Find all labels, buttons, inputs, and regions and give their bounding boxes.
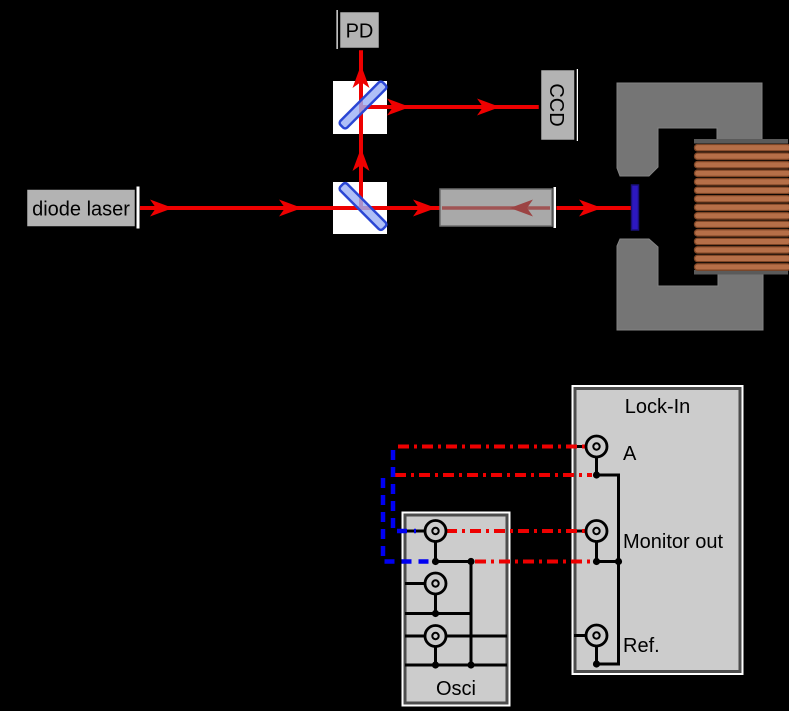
junction-dot: [431, 609, 440, 618]
bnc-inner: [592, 442, 601, 451]
bnc-osci-ch1: [423, 519, 448, 543]
osci-label: Osci: [436, 678, 476, 700]
magnet-coil: [693, 143, 789, 271]
bnc-inner: [592, 526, 601, 536]
junction-dot: [431, 557, 440, 566]
diode-laser-label: diode laser: [32, 199, 130, 221]
red-cables: [395, 444, 593, 564]
junction-dot: [592, 471, 601, 479]
junction-dot: [614, 557, 623, 566]
beam-splitter-bottom-plate: [338, 181, 388, 232]
junction-dot: [431, 661, 440, 669]
blue-cables: [380, 450, 431, 564]
wire-lockin-bus: [595, 456, 620, 666]
port-monitor-label: Monitor out: [623, 531, 723, 553]
junction-dots: [431, 471, 623, 669]
junction-dot: [592, 557, 601, 566]
bnc-osci-ch2: [423, 571, 448, 596]
junction-dot: [467, 661, 475, 669]
tube-window-line: [553, 187, 556, 228]
panel-wiring: [405, 445, 620, 667]
osci-panel: [403, 513, 509, 705]
junction-dot: [467, 557, 475, 566]
photodiode-box: [337, 9, 382, 51]
ccd-box: [538, 67, 577, 143]
bnc-port-ref: [584, 623, 609, 648]
bnc-osci-ch3: [423, 624, 448, 648]
photodiode-label: PD: [346, 21, 374, 43]
bnc-port-monitor: [584, 519, 609, 543]
bnc-connectors: [423, 434, 609, 648]
magnet-yoke-top: [616, 82, 763, 177]
bnc-inner: [592, 631, 601, 640]
port-ref-label: Ref.: [623, 635, 660, 657]
coil-bottom-cap: [694, 270, 788, 275]
cable-blue-ch1: [390, 450, 416, 534]
port-a-label: A: [623, 443, 637, 465]
coil-top-cap: [694, 139, 788, 144]
junction-dot: [592, 660, 601, 668]
bnc-port-a: [584, 434, 609, 459]
diode-laser-box: [24, 187, 138, 229]
magnet-yoke-bottom: [616, 238, 764, 331]
sample-crystal: [630, 184, 640, 231]
bnc-inner: [431, 631, 440, 641]
laser-output-window-line: [136, 186, 140, 229]
ccd-label: CCD: [545, 83, 567, 126]
beam-splitter-top-plate: [338, 80, 388, 130]
bnc-inner: [431, 526, 440, 536]
bnc-inner: [431, 579, 440, 588]
lockin-title: Lock-In: [625, 396, 691, 418]
